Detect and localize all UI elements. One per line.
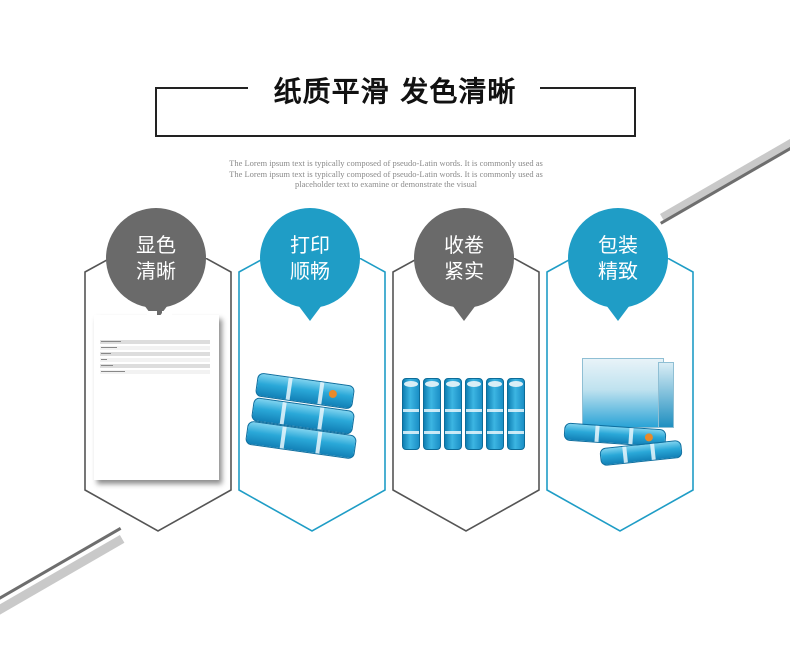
subtitle-line-1: The Lorem ipsum text is typically compos… <box>229 158 543 168</box>
feature-badge: 包装 精致 <box>568 208 668 321</box>
card-frame <box>238 258 386 532</box>
printed-document-image <box>94 311 219 480</box>
heading-line-right <box>540 87 636 89</box>
feature-label-line1: 显色 <box>136 233 176 257</box>
feature-badge: 收卷 紧实 <box>414 208 514 321</box>
feature-label-line1: 打印 <box>290 233 330 257</box>
decor-stripe-bottom-left <box>0 535 125 618</box>
card-frame <box>546 258 694 532</box>
feature-label-line2: 顺畅 <box>290 259 330 283</box>
feature-badge: 打印 顺畅 <box>260 208 360 321</box>
feature-card-vivid-color: 显色 清晰 <box>84 208 232 533</box>
feature-label-line2: 精致 <box>598 259 638 283</box>
feature-label-line1: 收卷 <box>444 233 484 257</box>
page-title: 纸质平滑 发色清晰 <box>273 75 517 108</box>
feature-card-fine-packaging: 包装 精致 <box>546 208 694 533</box>
heading-line-left <box>155 87 248 89</box>
feature-label-line2: 清晰 <box>136 259 176 283</box>
heading-frame <box>155 88 636 137</box>
subtitle-line-2: The Lorem ipsum text is typically compos… <box>229 169 543 179</box>
feature-label-line2: 紧实 <box>444 259 484 283</box>
subtitle-line-3: placeholder text to examine or demonstra… <box>295 179 477 189</box>
feature-label-line1: 包装 <box>598 233 638 257</box>
card-frame <box>392 258 540 532</box>
card-frame <box>84 258 232 532</box>
decor-stripe-top-right <box>660 134 790 222</box>
feature-card-tight-winding: 收卷 紧实 <box>392 208 540 533</box>
feature-card-smooth-printing: 打印 顺畅 <box>238 208 386 533</box>
feature-badge: 显色 清晰 <box>106 208 206 321</box>
